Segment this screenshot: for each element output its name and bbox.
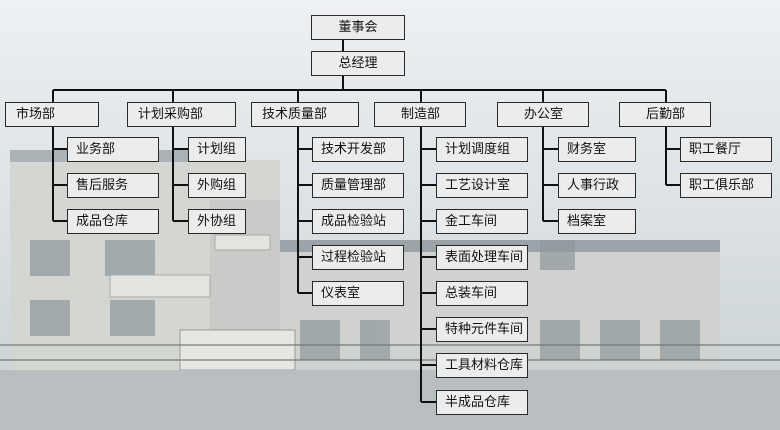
- unit-box: 金工车间: [436, 209, 528, 234]
- unit-box: 工艺设计室: [436, 173, 528, 198]
- unit-box: 仪表室: [312, 281, 404, 306]
- dept-box-manufacturing: 制造部: [374, 102, 466, 127]
- board-box: 董事会: [311, 15, 405, 40]
- dept-box-planning-purchasing: 计划采购部: [127, 102, 236, 127]
- unit-box: 业务部: [67, 137, 159, 162]
- unit-box: 外购组: [188, 173, 246, 198]
- unit-box: 质量管理部: [312, 173, 404, 198]
- unit-box: 过程检验站: [312, 245, 404, 270]
- unit-box: 售后服务: [67, 173, 159, 198]
- dept-box-logistics: 后勤部: [619, 102, 711, 127]
- dept-box-office: 办公室: [497, 102, 589, 127]
- unit-box: 职工餐厅: [680, 137, 772, 162]
- unit-box: 技术开发部: [312, 137, 404, 162]
- unit-box: 计划调度组: [436, 137, 528, 162]
- unit-box: 成品仓库: [67, 209, 159, 234]
- unit-box: 职工俱乐部: [680, 173, 772, 198]
- unit-box: 外协组: [188, 209, 246, 234]
- dept-box-tech-quality: 技术质量部: [251, 102, 359, 127]
- unit-box: 半成品仓库: [436, 390, 528, 415]
- unit-box: 表面处理车间: [436, 245, 528, 270]
- unit-box: 工具材料仓库: [436, 353, 528, 378]
- unit-box: 成品检验站: [312, 209, 404, 234]
- dept-box-market: 市场部: [5, 102, 99, 127]
- unit-box: 特种元件车间: [436, 317, 528, 342]
- unit-box: 人事行政: [558, 173, 636, 198]
- unit-box: 档案室: [558, 209, 636, 234]
- unit-box: 总装车间: [436, 281, 528, 306]
- unit-box: 财务室: [558, 137, 636, 162]
- unit-box: 计划组: [188, 137, 246, 162]
- general-manager-box: 总经理: [311, 51, 405, 76]
